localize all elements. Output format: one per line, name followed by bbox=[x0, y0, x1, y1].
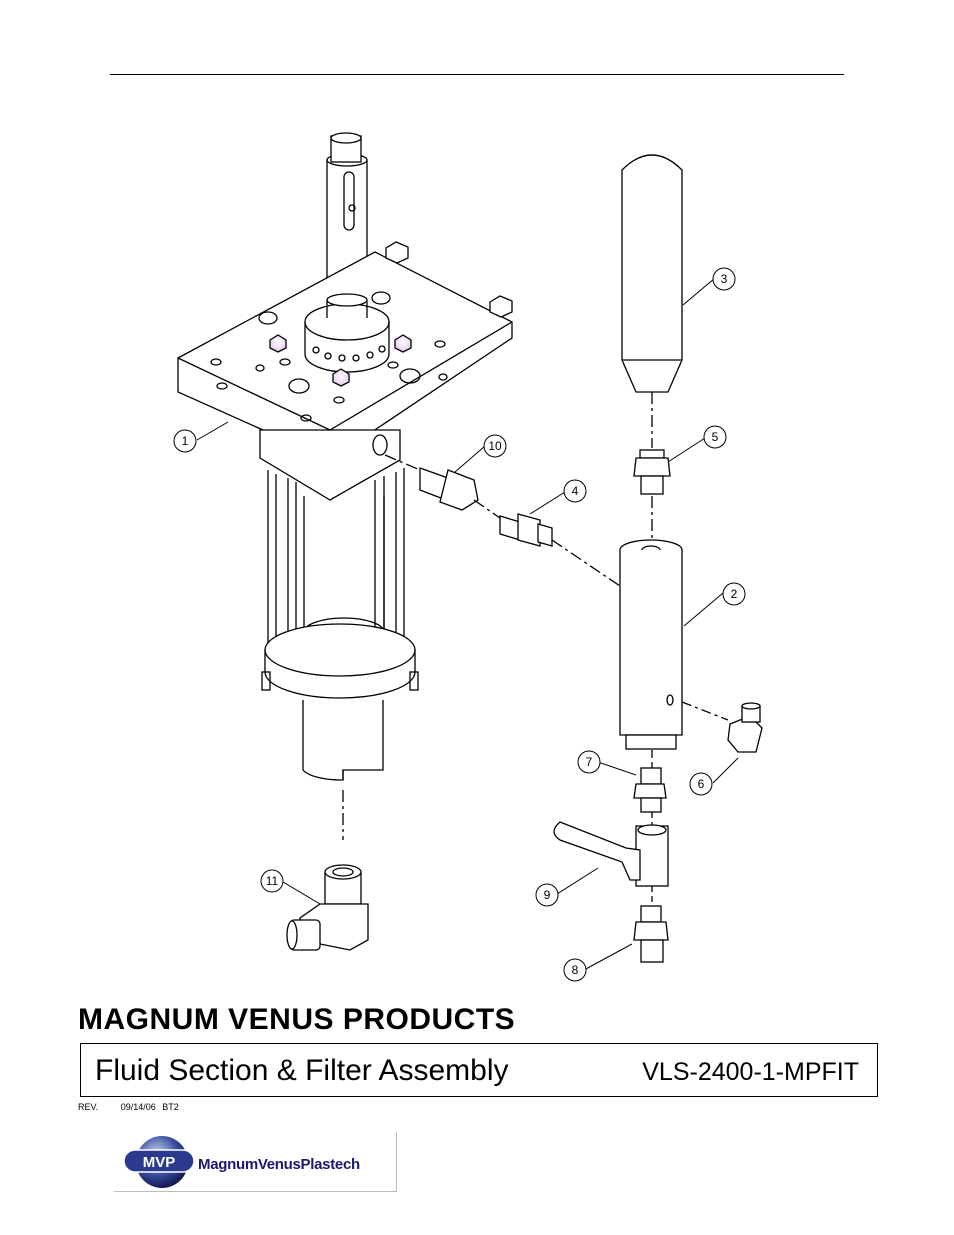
callout-5: 5 bbox=[712, 430, 719, 444]
mvp-globe-icon: MVP bbox=[123, 1136, 195, 1188]
callout-8: 8 bbox=[572, 963, 579, 977]
filter-element-part-3 bbox=[621, 154, 683, 448]
callout-9: 9 bbox=[544, 888, 551, 902]
exploded-assembly-drawing: 1 2 3 4 5 6 7 8 9 10 11 bbox=[173, 132, 763, 982]
nipple-part-8 bbox=[633, 905, 669, 963]
rev-date: 09/14/06 bbox=[120, 1102, 156, 1112]
callout-7: 7 bbox=[586, 755, 593, 769]
fitting-part-10 bbox=[384, 454, 479, 511]
header-rule bbox=[110, 74, 844, 75]
fitting-part-4 bbox=[473, 499, 621, 587]
nipple-part-7 bbox=[633, 767, 667, 826]
elbow-part-6 bbox=[681, 701, 763, 753]
pump-body-part bbox=[177, 132, 513, 840]
filter-housing-part-2 bbox=[619, 539, 683, 768]
logo-wordmark: MagnumVenusPlastech bbox=[198, 1156, 360, 1173]
company-logo: MVP MagnumVenusPlastech bbox=[114, 1132, 397, 1192]
callout-3: 3 bbox=[721, 272, 728, 286]
revision-line: REV. 09/14/06 BT2 bbox=[78, 1102, 179, 1112]
logo-badge: MVP bbox=[143, 1154, 176, 1171]
elbow-fitting-part-11 bbox=[286, 864, 369, 951]
callout-11: 11 bbox=[266, 874, 279, 888]
nipple-part-5 bbox=[633, 449, 671, 538]
title-block: Fluid Section & Filter Assembly VLS-2400… bbox=[80, 1043, 878, 1097]
drawing-title: Fluid Section & Filter Assembly bbox=[95, 1054, 509, 1087]
callout-2: 2 bbox=[731, 587, 738, 601]
callout-4: 4 bbox=[572, 484, 579, 498]
company-name: MAGNUM VENUS PRODUCTS bbox=[78, 1003, 516, 1036]
callout-6: 6 bbox=[698, 777, 705, 791]
part-number: VLS-2400-1-MPFIT bbox=[642, 1058, 859, 1086]
ball-valve-part-9 bbox=[553, 821, 669, 904]
rev-initials: BT2 bbox=[162, 1102, 179, 1112]
callout-1: 1 bbox=[182, 434, 189, 448]
callout-10: 10 bbox=[488, 439, 502, 453]
rev-label: REV. bbox=[78, 1102, 99, 1112]
